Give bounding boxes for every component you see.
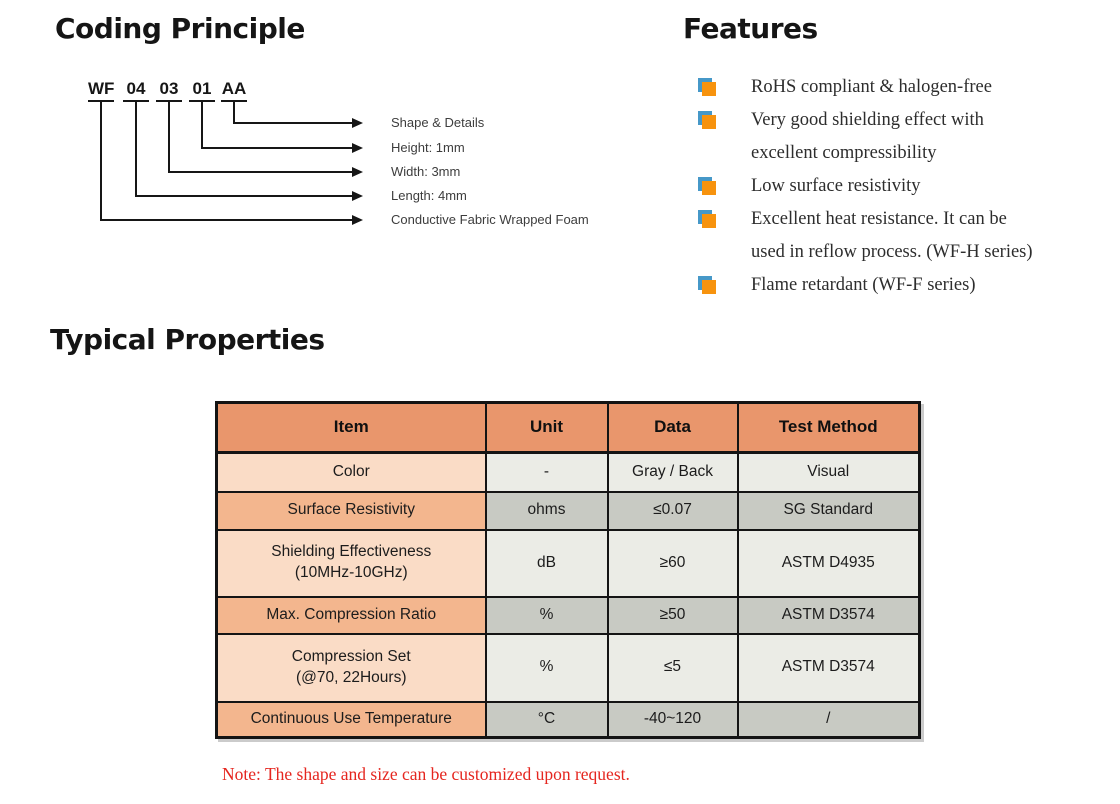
code-label-shape: Shape & Details <box>391 115 485 130</box>
cell-test-method: Visual <box>736 451 921 493</box>
table-row: Shielding Effectiveness (10MHz-10GHz) dB… <box>215 528 921 598</box>
cell-unit: % <box>484 632 609 703</box>
code-label-material: Conductive Fabric Wrapped Foam <box>391 212 589 227</box>
cell-unit: ohms <box>484 490 609 531</box>
connector-line <box>201 147 353 149</box>
connector-line <box>100 219 353 221</box>
cell-data: ≤5 <box>606 632 739 703</box>
arrow-icon <box>352 143 363 153</box>
feature-text: Low surface resistivity <box>751 176 921 196</box>
cell-item: Compression Set (@70, 22Hours) <box>215 632 487 703</box>
connector-line <box>168 102 170 172</box>
cell-item: Shielding Effectiveness (10MHz-10GHz) <box>215 528 487 598</box>
connector-line <box>100 102 102 220</box>
code-segment-03: 03 <box>156 79 182 102</box>
table-row: Compression Set (@70, 22Hours) % ≤5 ASTM… <box>215 632 921 703</box>
column-header-data: Data <box>606 401 739 454</box>
connector-line <box>135 102 137 196</box>
list-item: Low surface resistivity <box>698 170 1103 203</box>
table-header-row: Item Unit Data Test Method <box>215 401 921 454</box>
code-label-length: Length: 4mm <box>391 188 467 203</box>
cell-data: ≤0.07 <box>606 490 739 531</box>
cell-test-method: SG Standard <box>736 490 921 531</box>
cell-unit: dB <box>484 528 609 598</box>
column-header-item: Item <box>215 401 487 454</box>
table-row: Color - Gray / Back Visual <box>215 451 921 493</box>
square-bullet-icon <box>698 78 717 97</box>
cell-item: Surface Resistivity <box>215 490 487 531</box>
code-label-width: Width: 3mm <box>391 164 461 179</box>
cell-test-method: ASTM D3574 <box>736 632 921 703</box>
features-title: Features <box>683 12 818 45</box>
properties-table: Item Unit Data Test Method Color - Gray … <box>215 401 921 739</box>
list-item: Flame retardant (WF-F series) <box>698 269 1103 302</box>
table-row: Max. Compression Ratio % ≥50 ASTM D3574 <box>215 595 921 635</box>
feature-text: Excellent heat resistance. It can be use… <box>751 209 1033 262</box>
list-item: Very good shielding effect with excellen… <box>698 104 1103 170</box>
cell-data: ≥50 <box>606 595 739 635</box>
square-bullet-icon <box>698 177 717 196</box>
code-segment-aa: AA <box>221 79 247 102</box>
coding-principle-title: Coding Principle <box>55 12 305 45</box>
column-header-test-method: Test Method <box>736 401 921 454</box>
cell-unit: % <box>484 595 609 635</box>
cell-unit: °C <box>484 700 609 739</box>
code-label-height: Height: 1mm <box>391 140 465 155</box>
connector-line <box>201 102 203 148</box>
features-list: RoHS compliant & halogen-free Very good … <box>698 71 1103 302</box>
cell-test-method: / <box>736 700 921 739</box>
feature-text: Flame retardant (WF-F series) <box>751 275 976 295</box>
cell-item: Color <box>215 451 487 493</box>
feature-text: Very good shielding effect with excellen… <box>751 110 984 163</box>
arrow-icon <box>352 191 363 201</box>
arrow-icon <box>352 215 363 225</box>
cell-unit: - <box>484 451 609 493</box>
cell-data: ≥60 <box>606 528 739 598</box>
cell-data: Gray / Back <box>606 451 739 493</box>
code-segment-wf: WF <box>88 79 114 102</box>
cell-test-method: ASTM D4935 <box>736 528 921 598</box>
code-segment-04: 04 <box>123 79 149 102</box>
table-row: Continuous Use Temperature °C -40~120 / <box>215 700 921 739</box>
customization-note: Note: The shape and size can be customiz… <box>222 764 630 784</box>
column-header-unit: Unit <box>484 401 609 454</box>
code-segment-01: 01 <box>189 79 215 102</box>
feature-text: RoHS compliant & halogen-free <box>751 77 992 97</box>
table-row: Surface Resistivity ohms ≤0.07 SG Standa… <box>215 490 921 531</box>
square-bullet-icon <box>698 210 717 229</box>
connector-line <box>233 102 235 123</box>
cell-data: -40~120 <box>606 700 739 739</box>
typical-properties-title: Typical Properties <box>50 323 325 356</box>
connector-line <box>168 171 353 173</box>
list-item: RoHS compliant & halogen-free <box>698 71 1103 104</box>
arrow-icon <box>352 167 363 177</box>
list-item: Excellent heat resistance. It can be use… <box>698 203 1103 269</box>
arrow-icon <box>352 118 363 128</box>
cell-test-method: ASTM D3574 <box>736 595 921 635</box>
connector-line <box>135 195 353 197</box>
connector-line <box>233 122 353 124</box>
square-bullet-icon <box>698 111 717 130</box>
cell-item: Max. Compression Ratio <box>215 595 487 635</box>
cell-item: Continuous Use Temperature <box>215 700 487 739</box>
square-bullet-icon <box>698 276 717 295</box>
